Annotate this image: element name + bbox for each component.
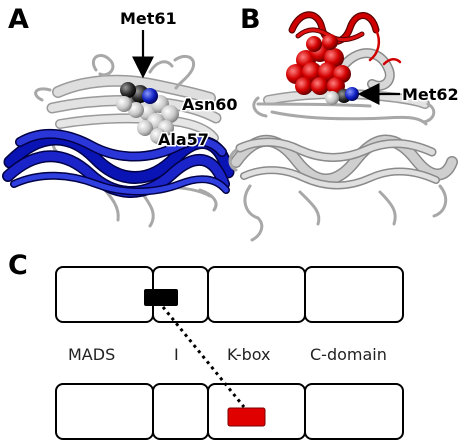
domain-box-cdomain-top — [304, 266, 404, 323]
domain-label-cdomain: C-domain — [310, 345, 387, 364]
panel-b: B — [228, 4, 460, 242]
domain-box-i-bottom — [152, 383, 209, 440]
domain-box-mads-bottom — [55, 383, 154, 440]
panel-c-letter: C — [8, 250, 28, 281]
panel-a-letter: A — [8, 4, 29, 35]
panel-b-letter: B — [240, 4, 261, 35]
panel-a-sphere-cluster — [116, 82, 179, 144]
label-ala57: Ala57 — [158, 130, 209, 149]
label-asn60: Asn60 — [182, 95, 238, 114]
panel-a: A — [2, 4, 239, 228]
panel-a-blue-helix — [2, 128, 235, 198]
domain-bar-top — [55, 266, 404, 323]
domain-label-i: I — [174, 345, 179, 364]
panel-b-sphere-cluster — [286, 34, 359, 105]
domain-label-mads: MADS — [68, 345, 115, 364]
domain-label-kbox: K-box — [227, 345, 271, 364]
label-met62: Met62 — [402, 85, 459, 104]
connector-dotted-line — [161, 306, 246, 408]
marker-top — [144, 289, 178, 306]
panel-b-gray-structure — [228, 48, 458, 242]
marker-bottom — [227, 407, 266, 427]
panel-c: C MADS I K-box C-domain — [8, 250, 404, 440]
domain-box-kbox-top — [207, 266, 306, 323]
domain-box-cdomain-bottom — [304, 383, 404, 440]
domain-bar-bottom — [55, 383, 404, 440]
domain-box-mads-top — [55, 266, 154, 323]
label-met61: Met61 — [120, 9, 177, 28]
